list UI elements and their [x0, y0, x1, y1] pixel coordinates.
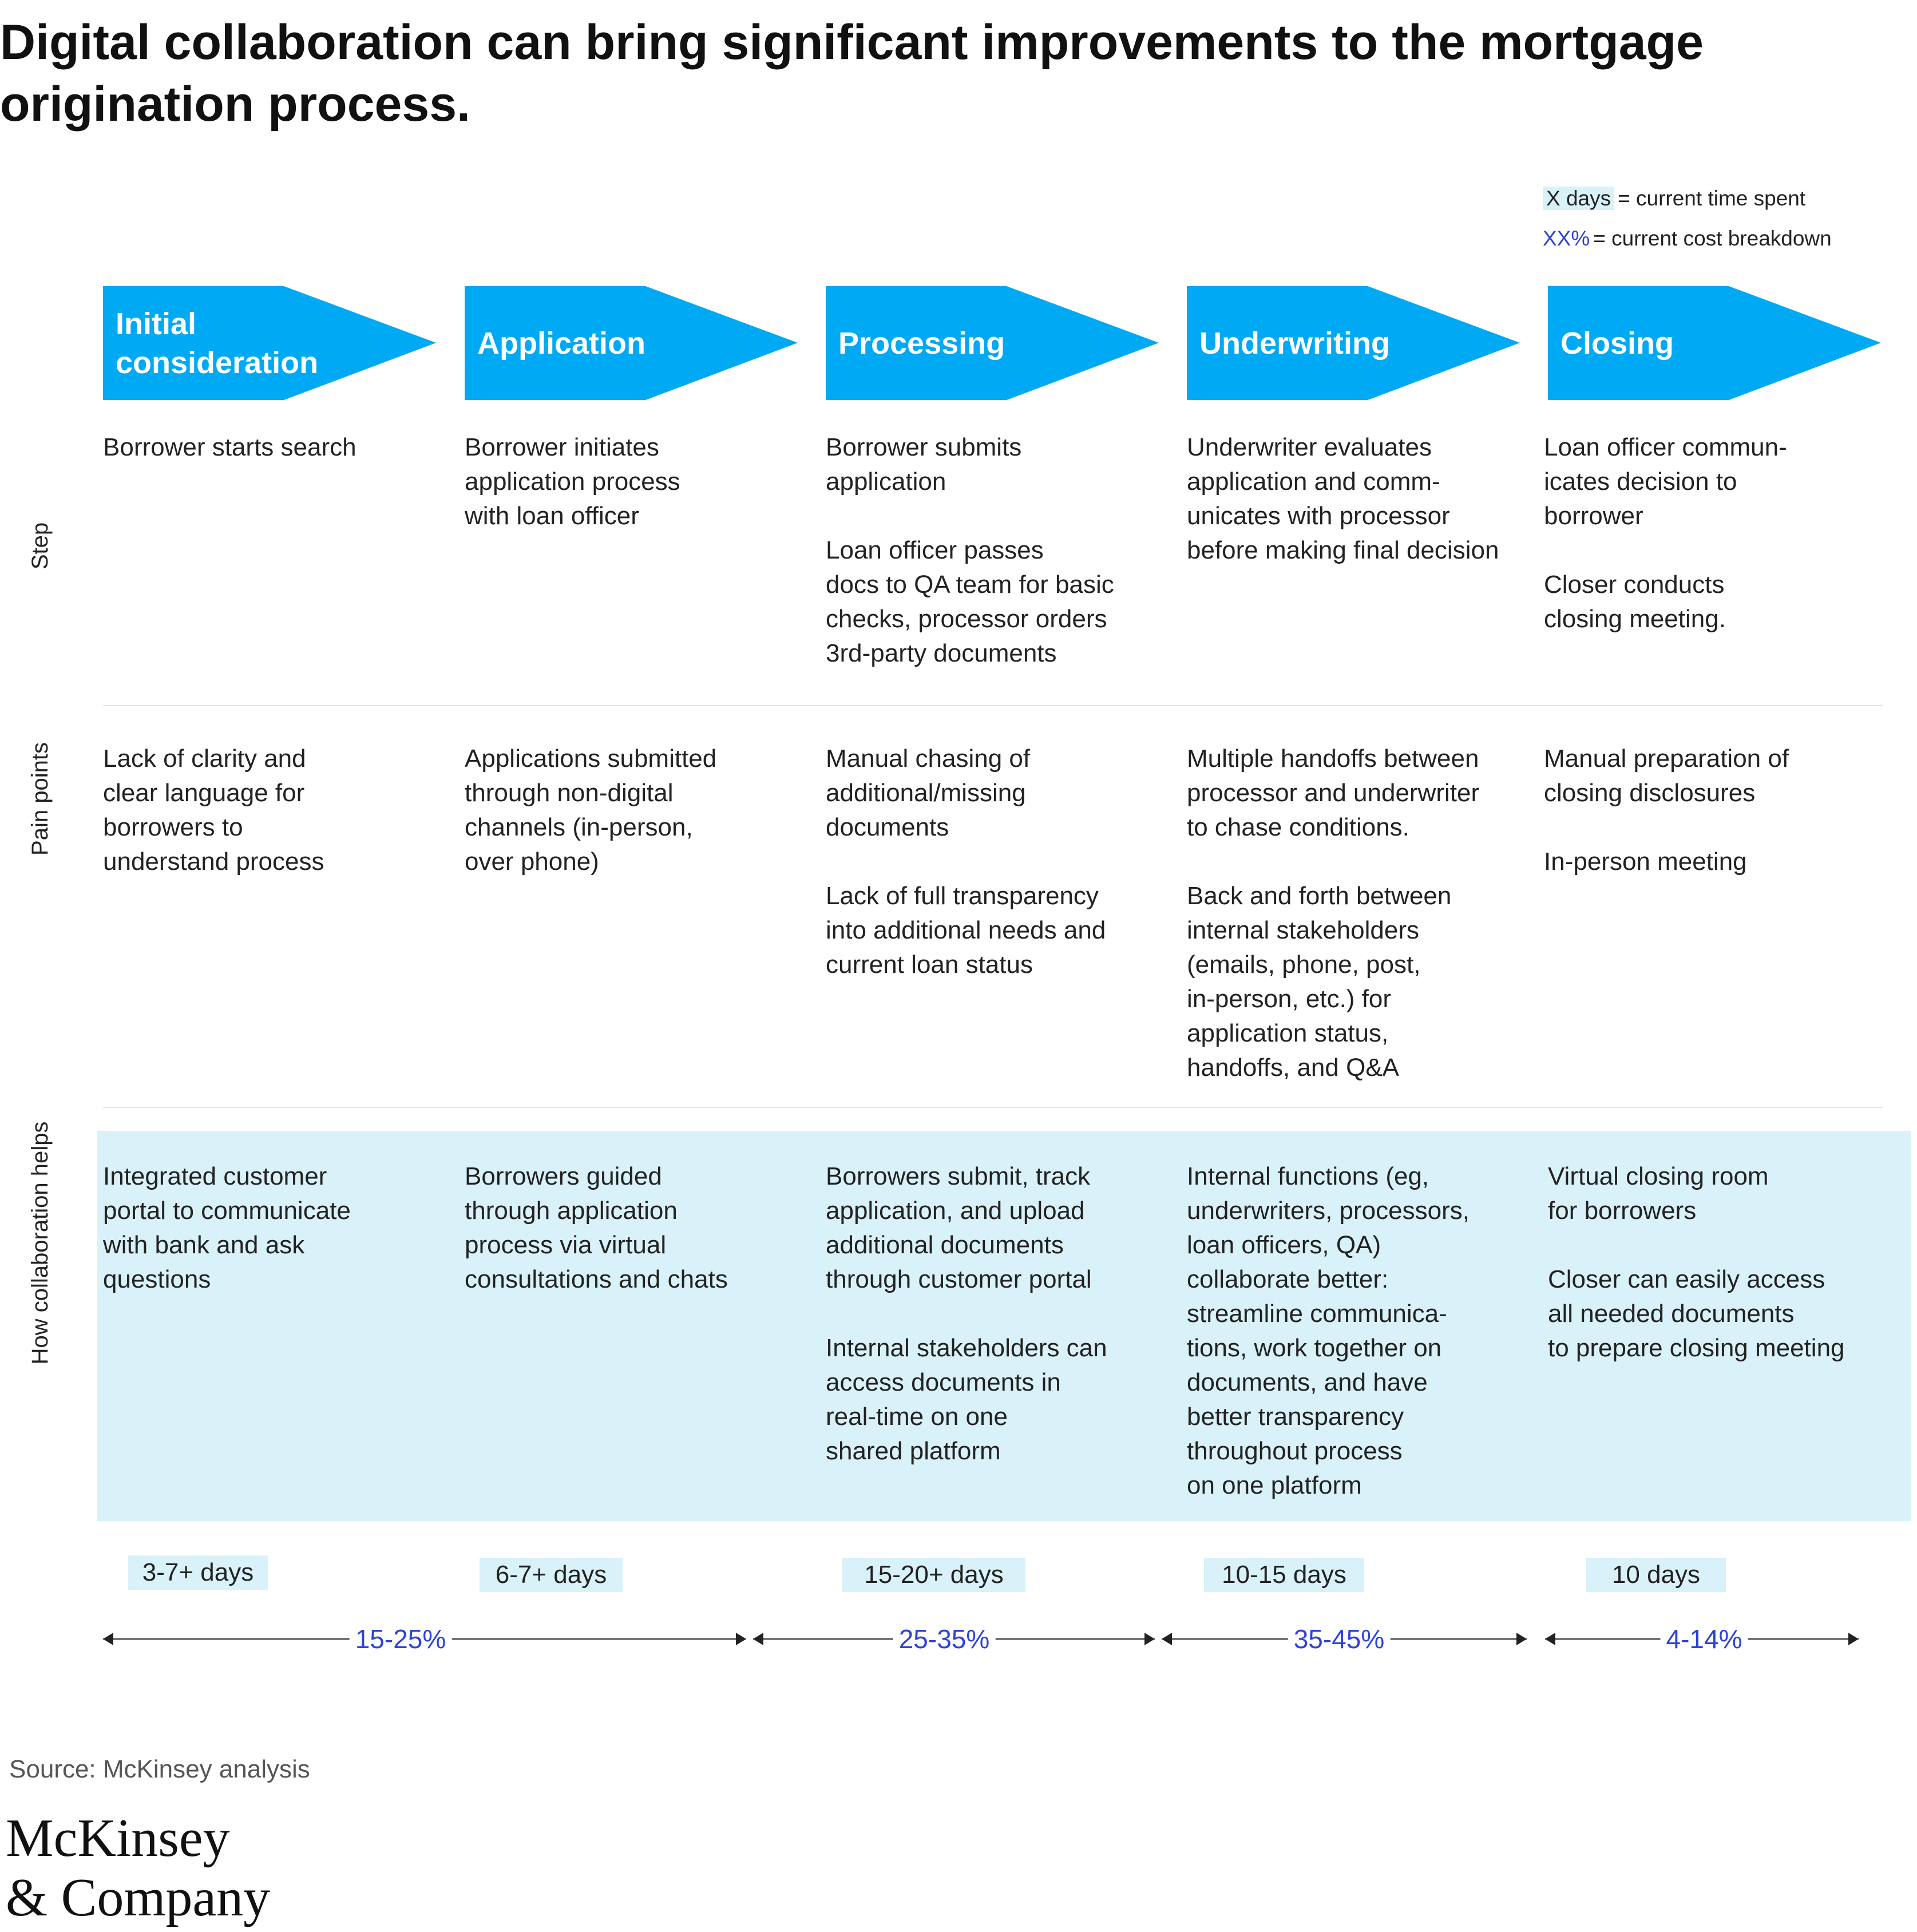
- legend-time-swatch: X days: [1543, 187, 1615, 210]
- legend-cost-swatch: XX%: [1543, 227, 1590, 250]
- phase-name: Closing: [1560, 326, 1674, 361]
- step-cell: Borrower initiates application process w…: [465, 433, 680, 530]
- arrow-right-icon: [736, 1633, 746, 1645]
- cost-span: 25-35%: [753, 1622, 1155, 1656]
- arrow-left-icon: [1162, 1633, 1172, 1645]
- pain-cell: Manual chasing of additional/missing doc…: [826, 745, 1106, 979]
- mckinsey-logo: McKinsey & Company: [6, 1808, 271, 1927]
- cost-span: 35-45%: [1162, 1622, 1527, 1656]
- days-badge: 6-7+ days: [480, 1558, 623, 1592]
- collab-cell: Borrowers guided through application pro…: [465, 1162, 728, 1293]
- step-cell: Borrower starts search: [103, 433, 357, 461]
- row-divider: [103, 1107, 1883, 1108]
- phase-chevron-underwriting: Underwriting: [1187, 286, 1520, 400]
- legend-cost-text: = current cost breakdown: [1593, 227, 1832, 250]
- step-cell: Loan officer commun- icates decision to …: [1544, 433, 1787, 633]
- cost-span: 15-25%: [103, 1622, 746, 1656]
- legend-time: X days= current time spent: [1543, 184, 1805, 213]
- arrow-right-icon: [1516, 1633, 1527, 1645]
- days-badge: 10 days: [1586, 1558, 1726, 1592]
- step-cell: Borrower submits application Loan office…: [826, 433, 1114, 667]
- collab-cell: Virtual closing room for borrowers Close…: [1548, 1162, 1845, 1362]
- pain-cell: Manual preparation of closing disclosure…: [1544, 745, 1789, 876]
- collab-cell: Integrated customer portal to communicat…: [103, 1162, 351, 1293]
- chevron-shape: [1187, 286, 1520, 400]
- phase-name: Processing: [838, 326, 1005, 361]
- step-cell: Underwriter evaluates application and co…: [1187, 433, 1499, 564]
- chevron-shape: [1548, 286, 1881, 400]
- collab-cell: Borrowers submit, track application, and…: [826, 1162, 1107, 1465]
- phase-chevron-closing: Closing: [1548, 286, 1881, 400]
- row-divider: [103, 705, 1883, 706]
- pain-cell: Lack of clarity and clear language for b…: [103, 745, 324, 876]
- row-label-pain-points: Pain points: [27, 742, 53, 856]
- phase-chevron-initial: Initial consideration: [103, 286, 436, 400]
- page-title: Digital collaboration can bring signific…: [0, 15, 1704, 132]
- arrow-right-icon: [1144, 1633, 1155, 1645]
- legend-time-text: = current time spent: [1618, 187, 1806, 210]
- arrow-right-icon: [1848, 1633, 1859, 1645]
- days-badge: 10-15 days: [1204, 1558, 1364, 1592]
- chevron-shape: [103, 286, 436, 400]
- phase-name: Application: [477, 326, 645, 361]
- arrow-left-icon: [103, 1633, 113, 1645]
- days-badge: 15-20+ days: [842, 1558, 1025, 1592]
- phase-name: Underwriting: [1199, 326, 1390, 361]
- legend-cost: XX%= current cost breakdown: [1543, 224, 1832, 253]
- cost-label: 25-35%: [893, 1622, 996, 1656]
- phase-name: Initial consideration: [116, 306, 319, 380]
- cost-label: 35-45%: [1288, 1622, 1391, 1656]
- collab-cell: Internal functions (eg, underwriters, pr…: [1187, 1162, 1470, 1499]
- chevron-shape: [826, 286, 1159, 400]
- cost-span: 4-14%: [1545, 1622, 1859, 1656]
- cost-label: 15-25%: [349, 1622, 452, 1656]
- phase-chevron-application: Application: [465, 286, 798, 400]
- days-badge: 3-7+ days: [128, 1555, 268, 1590]
- collaboration-band: [97, 1131, 1911, 1521]
- pain-cell: Multiple handoffs between processor and …: [1187, 745, 1480, 1082]
- row-label-step: Step: [27, 522, 53, 570]
- phase-chevron-processing: Processing: [826, 286, 1159, 400]
- arrow-left-icon: [1545, 1633, 1555, 1645]
- row-label-collaboration: How collaboration helps: [27, 1121, 53, 1365]
- pain-cell: Applications submitted through non-digit…: [465, 745, 717, 876]
- cost-label: 4-14%: [1660, 1622, 1748, 1656]
- source-note: Source: McKinsey analysis: [9, 1755, 310, 1783]
- arrow-left-icon: [753, 1633, 763, 1645]
- chevron-shape: [465, 286, 798, 400]
